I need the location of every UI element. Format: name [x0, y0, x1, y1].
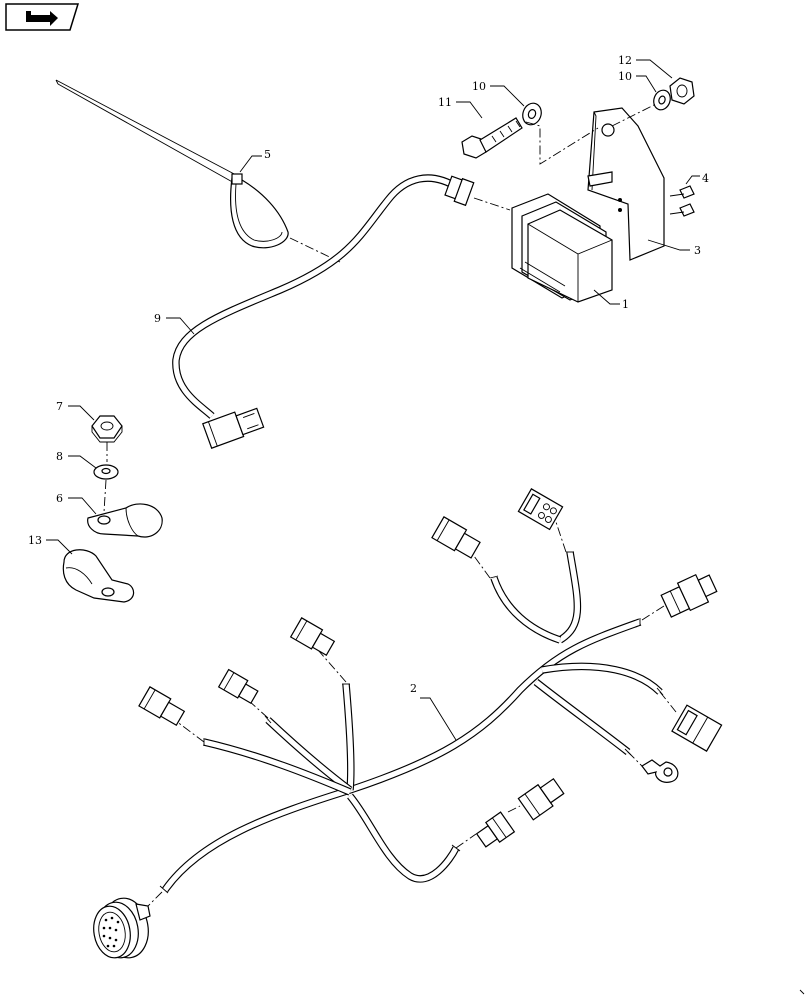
callout-11: 11	[438, 96, 483, 119]
connector-right-lower	[671, 704, 723, 752]
connector-left-2	[217, 668, 259, 705]
connector-top-middle	[431, 516, 481, 559]
callout-5: 5	[239, 148, 271, 173]
jumper-harness-part	[172, 174, 511, 449]
ring-terminal	[641, 759, 679, 783]
p-clamp-large-part	[62, 549, 135, 603]
svg-text:7: 7	[56, 400, 63, 413]
connector-left-1	[289, 617, 336, 657]
callout-3: 3	[647, 239, 701, 257]
inline-connector-male	[475, 811, 516, 848]
callout-13: 13	[28, 534, 73, 555]
svg-text:4: 4	[702, 172, 709, 185]
inline-connector-female	[517, 777, 565, 821]
svg-text:5: 5	[264, 148, 271, 161]
svg-text:11: 11	[438, 96, 452, 109]
svg-text:2: 2	[410, 682, 417, 695]
relay-module-part	[511, 193, 613, 303]
svg-text:1: 1	[622, 298, 629, 311]
callout-9: 9	[154, 312, 195, 335]
cable-tie-part	[55, 79, 341, 263]
callout-10-right: 10	[618, 70, 657, 93]
svg-text:3: 3	[694, 244, 701, 257]
svg-text:9: 9	[154, 312, 161, 325]
svg-text:10: 10	[472, 80, 486, 93]
callout-8: 8	[56, 450, 97, 469]
washer-part	[93, 464, 119, 480]
round-connector	[93, 897, 151, 959]
callout-7: 7	[56, 400, 95, 421]
nut-top-part	[669, 77, 695, 105]
screws-part	[669, 185, 695, 217]
mounting-bracket-part	[587, 107, 665, 261]
svg-text:8: 8	[56, 450, 63, 463]
callout-2: 2	[410, 682, 457, 741]
back-button[interactable]	[5, 3, 80, 31]
callout-4: 4	[685, 172, 709, 185]
washer-left-part	[522, 102, 542, 126]
connector-left-3	[138, 686, 186, 727]
washer-right-part	[653, 89, 671, 111]
svg-text:10: 10	[618, 70, 632, 83]
callout-12: 12	[618, 54, 673, 79]
nut-part	[91, 415, 123, 443]
connector-top-right	[517, 488, 564, 531]
connector-right-double	[660, 573, 718, 618]
callout-1: 1	[593, 289, 629, 311]
corner-mark	[799, 989, 805, 995]
callout-6: 6	[56, 492, 97, 515]
main-harness-part	[145, 521, 677, 909]
arrow-return-icon	[26, 11, 58, 26]
svg-text:13: 13	[28, 534, 42, 547]
p-clamp-part	[87, 503, 163, 538]
svg-text:6: 6	[56, 492, 63, 505]
callout-10-left: 10	[472, 80, 525, 107]
svg-text:12: 12	[618, 54, 632, 67]
bolt-part	[461, 117, 523, 159]
